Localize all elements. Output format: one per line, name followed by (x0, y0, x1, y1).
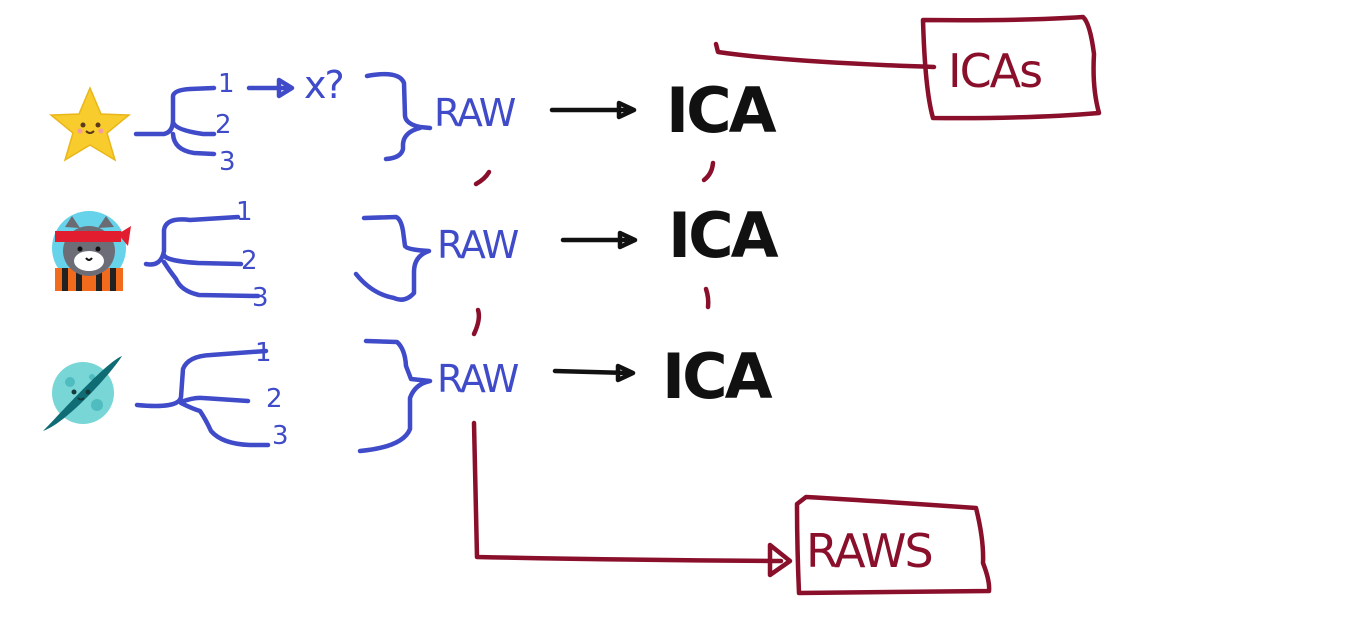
subject-2-run-2: 2 (241, 246, 258, 276)
subject-2-merge-brace (353, 214, 432, 302)
subject-3-run-1: 1 (255, 338, 272, 368)
subject-3-raw-label: RAW (437, 357, 519, 401)
subject-1-run-1: 1 (218, 69, 235, 99)
subject-2-run-brace (143, 214, 261, 299)
planet-icon (43, 356, 122, 431)
raw-concat-marks (471, 169, 492, 337)
raw-to-raws-connector (471, 420, 793, 578)
subject-3-ica-label: ICA (662, 340, 773, 413)
subject-3-run-brace (134, 348, 271, 448)
icas-output-label: ICAs (948, 44, 1041, 98)
subject-2-raw-label: RAW (437, 223, 519, 267)
star-icon (48, 86, 132, 162)
subject-1-run-1-exclude-arrow (246, 77, 295, 99)
icas-output-box (920, 14, 1102, 121)
ninja-cat-icon (52, 211, 131, 291)
exclude-annotation: x? (304, 63, 343, 107)
subject-2-ica-label: ICA (668, 199, 779, 272)
subject-1-raw-label: RAW (434, 91, 516, 135)
ica-to-icas-connector (713, 41, 937, 70)
ica-concat-marks (701, 160, 716, 310)
subject-3-run-3: 3 (272, 421, 289, 451)
subject-3-raw-to-ica-arrow (552, 363, 636, 383)
subject-1-run-2: 2 (215, 110, 232, 140)
subject-1-merge-brace (364, 71, 433, 162)
raws-output-label: RAWS (806, 524, 932, 578)
raws-output-box (794, 494, 992, 596)
subject-2-run-1: 1 (236, 197, 253, 227)
subject-2-raw-to-ica-arrow (560, 230, 638, 250)
subject-1-run-brace (133, 85, 217, 157)
subject-2-run-3: 3 (252, 283, 269, 313)
subject-1-ica-label: ICA (666, 74, 777, 147)
subject-1-raw-to-ica-arrow (549, 100, 637, 120)
subject-3-merge-brace (357, 338, 433, 454)
subject-3-run-2: 2 (266, 384, 283, 414)
subject-1-run-3: 3 (219, 147, 236, 177)
